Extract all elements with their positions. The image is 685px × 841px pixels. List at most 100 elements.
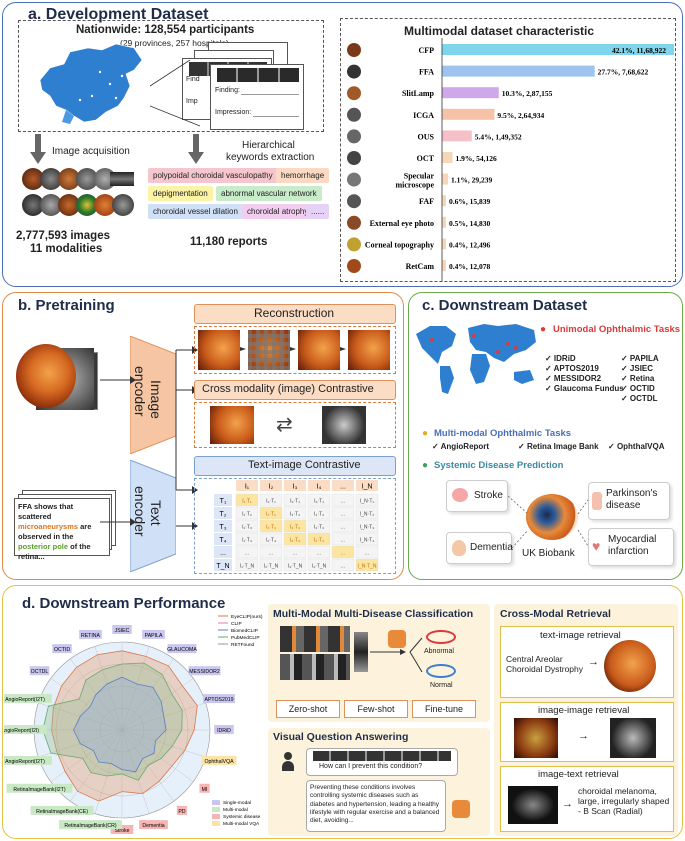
- matrix-cell: [355, 532, 379, 546]
- parkinson-box: [588, 482, 670, 520]
- matrix-row-head-bg: [214, 507, 232, 519]
- radar-spoke: [70, 729, 123, 802]
- bar-category-label: CFP: [418, 46, 434, 55]
- matrix-cell-text: ...: [341, 551, 345, 557]
- matrix-cell-text: ...: [341, 564, 345, 570]
- panel-b-title: b. Pretraining: [18, 297, 115, 314]
- hier-label: Hierarchical: [242, 140, 295, 151]
- matrix-cell: [283, 532, 307, 546]
- matrix-cell-text: I₂·T₄: [266, 538, 276, 544]
- user-head: [284, 752, 292, 760]
- legend2-swatch: [212, 814, 220, 819]
- chart-box: [340, 18, 676, 282]
- legend2-swatch: [212, 807, 220, 812]
- recon-fundus-3: [348, 330, 390, 370]
- reconstruction-title: Reconstruction: [254, 306, 335, 320]
- matrix-cell: [283, 493, 307, 507]
- text-highlight-microaneurysms: microaneurysms: [18, 522, 79, 531]
- dementia-label: Dementia: [470, 542, 513, 553]
- matrix-row-head: T₄: [219, 537, 226, 544]
- radar-label: PAPILA: [145, 633, 163, 639]
- unimodal-item: ✓ OCTID: [621, 384, 655, 393]
- multi-item-label: AngioReport: [440, 442, 490, 451]
- cross-ffa: [322, 406, 366, 444]
- matrix-cell-text: I₄·T₁: [314, 499, 324, 505]
- radar-label: AngioReport(I2T): [5, 697, 45, 703]
- uk-biobank-label: UK Biobank: [522, 548, 575, 559]
- bar-value-label: 10.3%, 2,87,155: [502, 89, 553, 98]
- modality-thumb: [347, 64, 361, 79]
- matrix-cell-text: I₂·T₁: [266, 499, 276, 505]
- bar-value-label: 9.5%, 2,64,934: [497, 111, 544, 120]
- radar-label: OCTID: [54, 647, 70, 653]
- nationwide-label: Nationwide: 128,554 participants: [76, 24, 255, 36]
- matrix-row-head-bg: [214, 494, 232, 506]
- bar-value-label: 27.7%, 7,68,622: [598, 68, 649, 77]
- bar: [442, 152, 453, 163]
- eye-image: [22, 168, 44, 190]
- it-image: [508, 786, 558, 824]
- legend-label: RETFound: [231, 642, 255, 648]
- swap-icon: ⇄: [276, 414, 293, 436]
- legend-label: CLIP: [231, 621, 242, 627]
- stroke-label: Stroke: [474, 490, 503, 501]
- radar-label-bg: [110, 825, 134, 834]
- unimodal-item: ✓ MESSIDOR2: [545, 374, 602, 383]
- mm-title: Multi-Modal Multi-Disease Classification: [273, 608, 474, 620]
- radar-label: GLAUCOMA: [167, 647, 197, 653]
- bar: [442, 260, 446, 271]
- bar-value-label: 1.1%, 29,239: [451, 176, 493, 185]
- bar: [442, 87, 499, 99]
- eye-image: [112, 194, 134, 216]
- text-doc-front: FFA shows that scattered microaneurysms …: [14, 498, 110, 561]
- radar-label-bg: [203, 694, 235, 704]
- bar-value-label: 0.5%, 14,830: [449, 219, 491, 228]
- eye-model: [526, 494, 578, 540]
- radar-label-bg: [188, 666, 221, 676]
- radar-label: RetinaImageBank(CR): [64, 823, 116, 829]
- unimodal-item: ✓ PAPILA: [621, 354, 659, 363]
- radar-label-bg: [29, 666, 50, 676]
- legend-label: PubMedCLIP: [231, 635, 260, 641]
- doc-line-2: [253, 116, 299, 117]
- mm-image-grid-2: [280, 654, 350, 680]
- panel-b: [2, 292, 404, 580]
- classification-arrows: [370, 637, 423, 673]
- image-encoder: [130, 336, 176, 454]
- vqa-title: Visual Question Answering: [273, 731, 409, 743]
- keyword-tag: depigmentation: [148, 186, 213, 201]
- matrix-col-head-bg: [332, 480, 354, 491]
- matrix-cell: [259, 532, 283, 546]
- matrix-col-head-bg: [308, 480, 330, 491]
- text-image-header: [194, 456, 396, 476]
- unimodal-item: ✓ Retina: [621, 374, 655, 383]
- matrix-cell-text: ...: [341, 499, 345, 505]
- radar-label-bg: [167, 644, 197, 654]
- radar-label-bg: [30, 805, 94, 815]
- modality-thumb: [347, 107, 361, 122]
- matrix-col-head: I_N: [362, 484, 373, 491]
- matrix-col-head: I₂: [269, 484, 274, 491]
- unimodal-item: ✓ JSIEC: [621, 364, 654, 373]
- panel-a: [2, 2, 683, 287]
- user-icon: [282, 752, 294, 772]
- normal-eye-icon: [426, 664, 456, 678]
- cross-modality-title: Cross modality (image) Contrastive: [202, 383, 374, 395]
- radar-label: OphthalVQA: [204, 759, 234, 765]
- matrix-row-head-bg: [214, 533, 232, 545]
- legend2-label: Single-modal: [223, 800, 251, 806]
- panel-c-title: c. Downstream Dataset: [422, 297, 588, 314]
- matrix-cell: [331, 545, 355, 559]
- radar-label-bg: [201, 755, 237, 765]
- image-acq-label: Image acquisition: [52, 146, 130, 157]
- radar-label: RetinaImageBank(I2T): [13, 787, 65, 793]
- bar-category-label: ICGA: [413, 111, 434, 120]
- matrix-cell: [235, 506, 259, 520]
- bar-category-label: FAF: [419, 197, 434, 206]
- eye-image: [22, 194, 44, 216]
- fundus-stack-image: [16, 344, 76, 408]
- doc-impression: Impression:: [215, 109, 252, 116]
- bar: [442, 108, 495, 120]
- legend2-label: Multi-modal VQA: [223, 821, 260, 827]
- systemic-connectors: [508, 495, 589, 549]
